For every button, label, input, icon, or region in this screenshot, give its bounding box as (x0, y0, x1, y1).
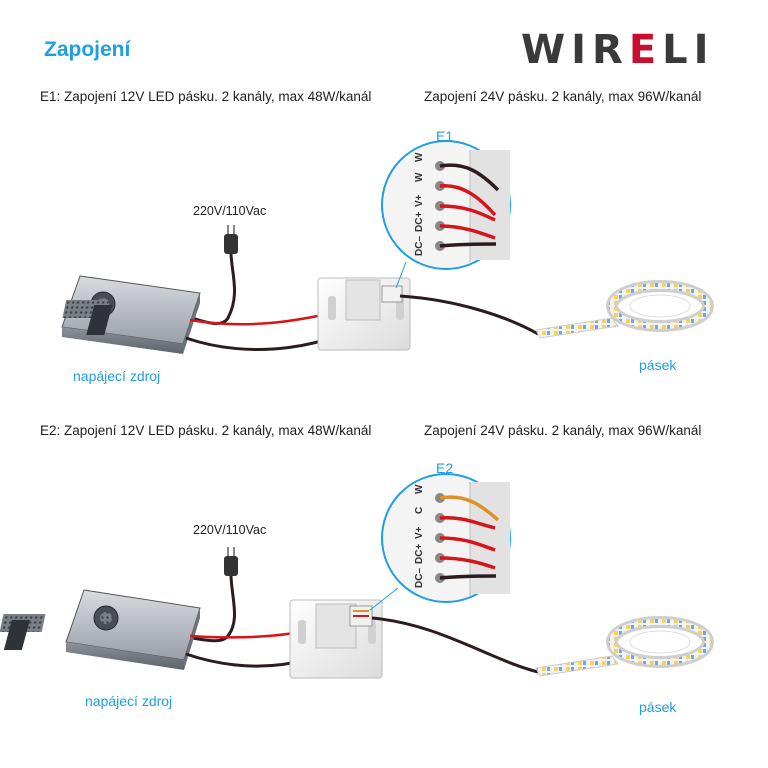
e1-controller-panel (317, 277, 411, 351)
e2-terminal-5: DC– (414, 567, 425, 588)
page-title: Zapojení (44, 38, 131, 61)
e1-psu-label: napájecí zdroj (73, 368, 161, 384)
e1-mains-plug (191, 225, 238, 325)
brand-logo-accent: E (628, 27, 663, 73)
e1-strip-label: pásek (639, 357, 677, 373)
e2-terminal-2: C (414, 506, 425, 514)
e2-led-strip (535, 616, 714, 677)
e2-caption-12v: E2: Zapojení 12V LED pásku. 2 kanály, ma… (40, 423, 372, 438)
e1-diagram (61, 140, 714, 354)
e1-terminal-zoom (381, 140, 511, 270)
e1-terminal-3: V+ (414, 194, 425, 207)
e1-led-strip (535, 280, 714, 339)
e1-terminal-1: W (414, 152, 425, 162)
e2-terminal-zoom (381, 473, 511, 603)
e1-terminal-2: W (414, 172, 425, 182)
e1-terminal-4: DC+ (414, 211, 425, 232)
brand-logo-main: WIR (521, 27, 629, 73)
e2-diagram (0, 473, 714, 679)
e2-badge: E2 (436, 460, 454, 476)
e1-terminal-5: DC– (414, 235, 425, 256)
e2-terminal-4: DC+ (414, 543, 425, 564)
e2-voltage-label: 220V/110Vac (193, 523, 267, 537)
e1-voltage-label: 220V/110Vac (193, 204, 267, 218)
e1-caption-12v: E1: Zapojení 12V LED pásku. 2 kanály, ma… (40, 89, 372, 104)
e2-power-supply (0, 589, 201, 670)
brand-logo-tail: LI (662, 27, 715, 73)
brand-logo: WIRELI (521, 27, 715, 73)
e1-caption-24v: Zapojení 24V pásku. 2 kanály, max 96W/ka… (424, 89, 702, 104)
e2-controller-panel (289, 599, 383, 679)
e1-power-supply (61, 275, 201, 354)
e2-psu-label: napájecí zdroj (85, 693, 173, 709)
e2-caption-24v: Zapojení 24V pásku. 2 kanály, max 96W/ka… (424, 423, 702, 438)
e2-strip-label: pásek (639, 699, 677, 715)
e2-terminal-3: V+ (414, 526, 425, 539)
e1-badge: E1 (436, 128, 454, 144)
e2-terminal-1: W (414, 484, 425, 494)
e2-mains-plug (191, 547, 238, 643)
